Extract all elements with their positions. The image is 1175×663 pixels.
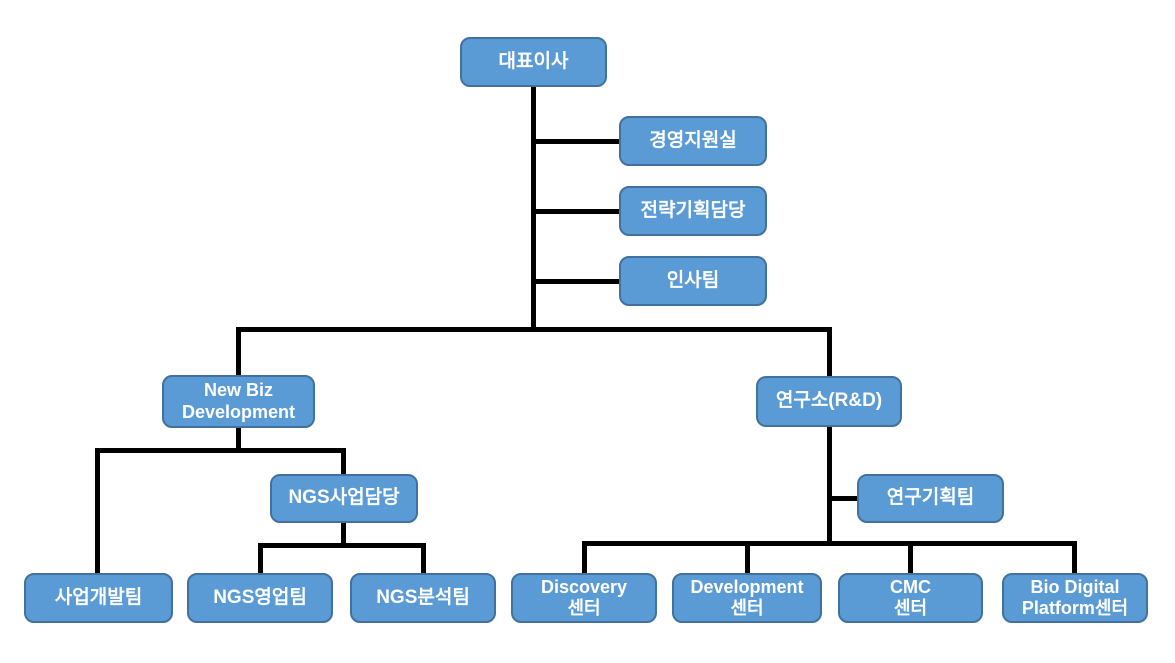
connector-centers-split — [582, 541, 1076, 546]
connector-biodigital-drop — [1072, 541, 1077, 573]
connector-main-split — [236, 327, 832, 332]
connector-rnd-down — [827, 425, 832, 546]
org-node-strategic-planning: 전략기획담당 — [619, 186, 767, 236]
connector-ngsbiz-drop — [341, 448, 346, 474]
connector-newbiz-drop — [236, 327, 241, 375]
connector-rnd-drop — [827, 327, 832, 376]
org-node-ceo: 대표이사 — [460, 37, 607, 87]
connector-ngssales-drop — [258, 543, 263, 573]
connector-cmc-drop — [908, 541, 913, 573]
org-node-rnd-planning: 연구기획팀 — [857, 474, 1004, 523]
connector-bizdev-drop — [95, 448, 100, 573]
connector-ngsbiz-down — [341, 523, 346, 548]
connector-newbiz-split — [95, 448, 346, 453]
org-node-biz-dev-team: 사업개발팀 — [24, 573, 173, 623]
org-node-ngs-sales-team: NGS영업팀 — [187, 573, 333, 623]
org-node-discovery-center: Discovery 센터 — [511, 573, 657, 623]
connector-ngs-split — [258, 543, 426, 548]
connector-branch-strategy — [531, 209, 619, 214]
org-node-ngs-analysis-team: NGS분석팀 — [350, 573, 496, 623]
connector-ngsanalysis-drop — [421, 543, 426, 573]
org-node-hr-team: 인사팀 — [619, 256, 767, 306]
org-node-bio-digital-center: Bio Digital Platform센터 — [1002, 573, 1148, 623]
org-node-cmc-center: CMC 센터 — [838, 573, 983, 623]
org-node-ngs-biz: NGS사업담당 — [270, 474, 418, 523]
org-node-new-biz: New Biz Development — [162, 375, 315, 428]
connector-rndplan-stub — [827, 496, 859, 501]
connector-discovery-drop — [582, 541, 587, 573]
connector-newbiz-down — [236, 428, 241, 453]
connector-development-drop — [745, 541, 750, 573]
connector-branch-hr — [531, 279, 619, 284]
org-node-development-center: Development 센터 — [672, 573, 822, 623]
org-node-rnd: 연구소(R&D) — [756, 376, 902, 427]
connector-branch-mgmt — [531, 139, 619, 144]
org-node-mgmt-support: 경영지원실 — [619, 116, 767, 166]
